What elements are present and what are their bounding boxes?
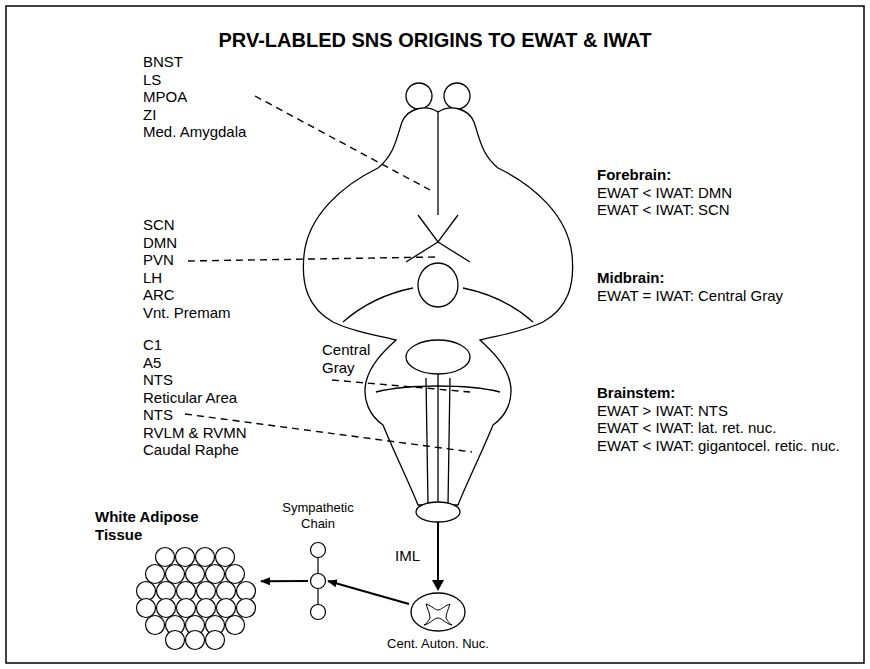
region-label: ZI — [143, 106, 156, 124]
temporal-lobe-line — [343, 288, 533, 322]
region-label: Med. Amygdala — [143, 123, 246, 141]
region-label: LH — [143, 269, 162, 287]
pons — [406, 340, 470, 374]
comparison-note: EWAT = IWAT: Central Gray — [597, 287, 783, 305]
fat-cell — [177, 582, 196, 601]
region-label: A5 — [143, 354, 161, 372]
fat-cell — [137, 599, 156, 618]
fat-cell — [137, 582, 156, 601]
fat-cell — [166, 631, 185, 650]
fat-cell — [226, 616, 245, 635]
fat-cell — [217, 599, 236, 618]
iml-arrow-shaft — [437, 522, 439, 583]
medulla-pyramids — [426, 374, 450, 505]
comparison-note: EWAT < IWAT: SCN — [597, 201, 730, 219]
pathway-label: IML — [395, 547, 420, 565]
region-label: Central Gray — [322, 341, 378, 377]
fat-cell — [206, 565, 225, 584]
fat-cell — [146, 565, 165, 584]
fat-cell — [237, 599, 256, 618]
region-label: RVLM & RVMN — [143, 424, 247, 442]
group-heading: Midbrain: — [597, 269, 665, 287]
adipose-cluster-shape — [135, 546, 260, 650]
region-label: LS — [143, 71, 161, 89]
region-label: Reticular Area — [143, 389, 237, 407]
fat-cell — [197, 599, 216, 618]
comparison-note: EWAT < IWAT: DMN — [597, 184, 732, 202]
comparison-note: EWAT < IWAT: gigantocel. retic. nuc. — [597, 437, 840, 455]
gray-matter — [424, 604, 452, 625]
connector-arrow — [328, 581, 409, 604]
region-label: ARC — [143, 286, 175, 304]
group-heading: Brainstem: — [597, 384, 675, 402]
fat-cell — [206, 631, 225, 650]
connector-arrow — [261, 580, 308, 582]
fat-cell — [157, 599, 176, 618]
region-label: NTS — [143, 371, 173, 389]
comparison-note: EWAT > IWAT: NTS — [597, 402, 728, 420]
leader-line — [255, 96, 430, 190]
fat-cell — [156, 548, 175, 567]
diagram-title: PRV-LABLED SNS ORIGINS TO EWAT & IWAT — [0, 28, 870, 52]
region-label: NTS — [143, 406, 173, 424]
optic-chiasm — [406, 215, 470, 262]
fat-cell — [216, 548, 235, 567]
comparison-note: EWAT < IWAT: lat. ret. nuc. — [597, 419, 776, 437]
region-label: PVN — [143, 251, 174, 269]
spinal-cord-section: Cent. Auton. Nuc. — [378, 590, 498, 654]
region-label: MPOA — [143, 88, 187, 106]
group-heading: Forebrain: — [597, 166, 671, 184]
midline — [437, 112, 438, 215]
olfactory-bulb — [406, 83, 432, 109]
hypothalamus — [418, 263, 458, 307]
fat-cell — [157, 582, 176, 601]
fat-cell — [186, 565, 205, 584]
fat-cell — [186, 631, 205, 650]
region-label: Vnt. Premam — [143, 304, 231, 322]
node-heading: Cent. Auton. Nuc. — [378, 636, 498, 652]
fat-cell — [226, 565, 245, 584]
node-heading: Sympathetic Chain — [273, 500, 363, 532]
sympathetic-chain: Sympathetic Chain — [273, 500, 363, 620]
fat-cell — [177, 599, 196, 618]
spinal-cord-top — [416, 502, 460, 522]
spinal-cord-section-shape — [410, 592, 466, 632]
adipose-cluster: White Adipose Tissue — [95, 508, 265, 650]
iml-arrow-head — [432, 580, 444, 591]
frame — [6, 6, 864, 663]
fat-cell — [237, 582, 256, 601]
region-label: SCN — [143, 216, 175, 234]
cord-section — [411, 593, 465, 631]
fat-cell — [146, 616, 165, 635]
node-heading: White Adipose Tissue — [95, 508, 210, 544]
leader-line — [188, 257, 436, 261]
fat-cell — [217, 582, 236, 601]
fat-cell — [196, 548, 215, 567]
fat-cell — [176, 548, 195, 567]
leader-line — [332, 380, 470, 392]
region-label: BNST — [143, 53, 183, 71]
brain-drawing — [303, 83, 572, 522]
region-label: Caudal Raphe — [143, 441, 239, 459]
region-label: C1 — [143, 336, 162, 354]
olfactory-bulb — [444, 83, 470, 109]
ganglion — [311, 574, 326, 589]
ganglion — [311, 605, 326, 620]
sympathetic-chain-shape — [309, 542, 327, 620]
fat-cell — [166, 565, 185, 584]
fat-cell — [197, 582, 216, 601]
brain-outline — [303, 108, 572, 505]
ganglion — [311, 543, 326, 558]
region-label: DMN — [143, 234, 177, 252]
